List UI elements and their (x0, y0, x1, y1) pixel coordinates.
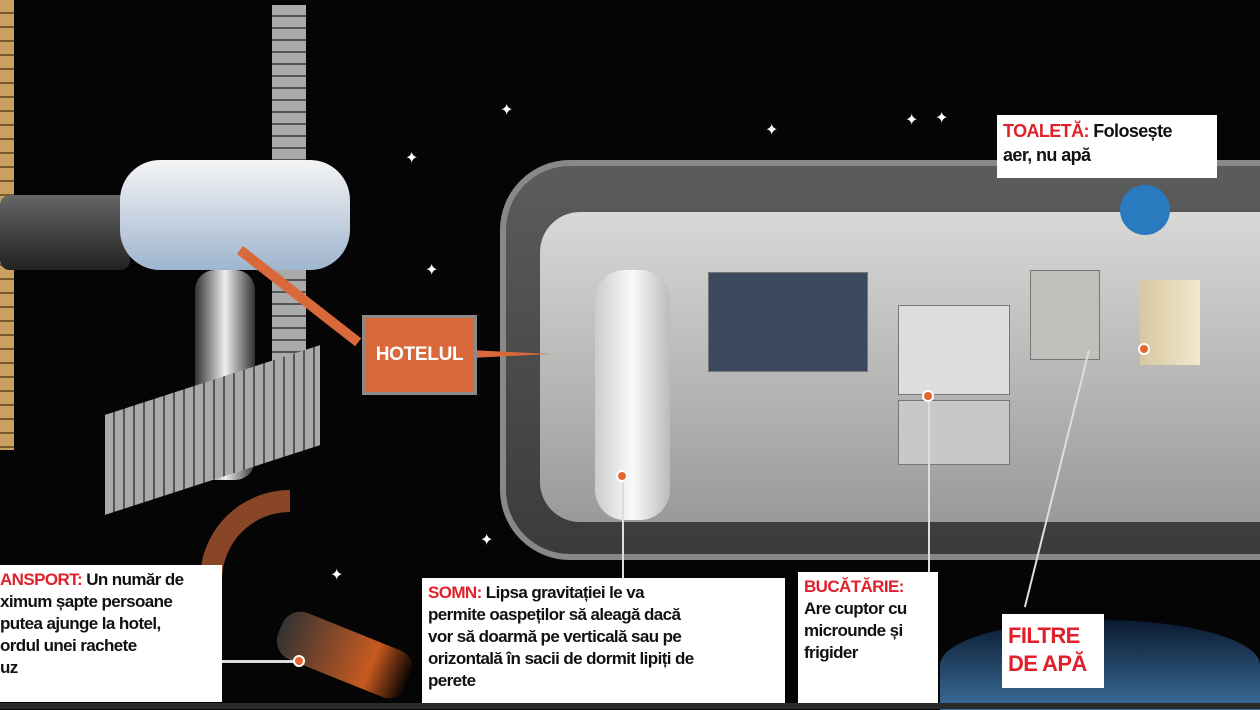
star-icon: ✦ (425, 262, 439, 279)
callout-title: SOMN: (428, 583, 482, 602)
fridge (898, 400, 1010, 465)
sleeping-bag (595, 270, 670, 520)
station-module (0, 195, 130, 270)
callout-text: Are cuptor cu microunde și frigider (804, 599, 907, 662)
control-panel (708, 272, 868, 372)
star-icon: ✦ (905, 112, 919, 129)
wall-panel (1030, 270, 1100, 360)
transport-marker (293, 655, 305, 667)
filters-marker (1138, 343, 1150, 355)
star-icon: ✦ (405, 150, 419, 167)
callout-title: TOALETĂ: (1003, 121, 1089, 141)
bottom-border (0, 703, 1260, 709)
transport-callout: ANSPORT: Un număr de ximum șapte persoan… (0, 565, 222, 702)
callout-title: FILTRE DE APĂ (1008, 623, 1087, 676)
callout-title: ANSPORT: (0, 570, 83, 589)
hotel-module (120, 160, 350, 270)
kitchen-callout: BUCĂTĂRIE: Are cuptor cu microunde și fr… (798, 572, 938, 703)
star-icon: ✦ (935, 110, 949, 127)
hotel-pointer (470, 350, 550, 358)
star-icon: ✦ (500, 102, 514, 119)
star-icon: ✦ (765, 122, 779, 139)
callout-title: BUCĂTĂRIE: (804, 577, 904, 596)
callout-text: Lipsa gravitației le va permite oaspețil… (428, 583, 694, 690)
sleep-marker (616, 470, 628, 482)
star-icon: ✦ (480, 532, 494, 549)
toilet-callout: TOALETĂ: Folosește aer, nu apă (997, 115, 1217, 178)
callout-text: Folosește aer, nu apă (1003, 121, 1172, 165)
microwave (898, 305, 1010, 395)
rocket-image (270, 605, 420, 705)
sleep-callout: SOMN: Lipsa gravitației le va permite oa… (422, 578, 785, 703)
hotel-label: HOTELUL (362, 315, 477, 395)
star-icon: ✦ (330, 567, 344, 584)
water-filter (1140, 280, 1200, 365)
toilet-unit (1120, 185, 1170, 235)
callout-text: Un număr de ximum șapte persoane putea a… (0, 570, 184, 677)
filters-callout: FILTRE DE APĂ (1002, 614, 1104, 688)
kitchen-marker (922, 390, 934, 402)
